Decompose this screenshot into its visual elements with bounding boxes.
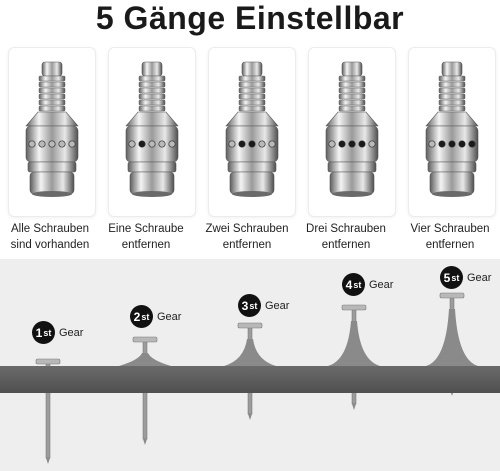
caption-4-line-1: Drei Schrauben bbox=[306, 223, 386, 235]
adapter-illustration bbox=[25, 61, 79, 197]
adapter-illustration bbox=[425, 61, 479, 197]
caption-3-line-1: Zwei Schrauben bbox=[205, 223, 289, 235]
adapter-illustration bbox=[325, 61, 379, 197]
screw-hole bbox=[428, 140, 436, 148]
gear-word-4: Gear bbox=[369, 278, 394, 291]
screw-hole bbox=[168, 140, 176, 148]
screw-hole bbox=[28, 140, 36, 148]
page-title: 5 Gänge Einstellbar bbox=[95, 0, 405, 36]
screw-hole bbox=[458, 140, 466, 148]
caption-2: Eine Schraube entfernen bbox=[96, 221, 196, 253]
caption-2-line-1: Eine Schraube bbox=[108, 223, 184, 235]
caption-1-line-1: Alle Schrauben bbox=[11, 223, 89, 235]
screw-hole bbox=[128, 140, 136, 148]
adapter-panel-5 bbox=[408, 47, 496, 217]
nail-4 bbox=[328, 304, 380, 410]
screw-hole bbox=[368, 140, 376, 148]
screw-hole bbox=[48, 140, 56, 148]
caption-2-line-2: entfernen bbox=[121, 239, 171, 251]
caption-4-line-2: entfernen bbox=[321, 239, 371, 251]
adapter-illustration bbox=[125, 61, 179, 197]
screw-hole bbox=[468, 140, 476, 148]
adapter-panel-2 bbox=[108, 47, 196, 217]
screw-hole bbox=[248, 140, 256, 148]
screw-hole bbox=[238, 140, 246, 148]
adapter-illustration bbox=[225, 61, 279, 197]
caption-5-line-1: Vier Schrauben bbox=[410, 223, 490, 235]
caption-3: Zwei Schrauben entfernen bbox=[197, 221, 297, 253]
screw-hole bbox=[358, 140, 366, 148]
adapter-panel-4 bbox=[308, 47, 396, 217]
screw-hole bbox=[338, 140, 346, 148]
wood-board bbox=[0, 366, 500, 393]
caption-4: Drei Schrauben entfernen bbox=[296, 221, 396, 253]
caption-5-line-2: entfernen bbox=[425, 239, 475, 251]
screw-hole bbox=[148, 140, 156, 148]
screw-hole bbox=[448, 140, 456, 148]
caption-1: Alle Schrauben sind vorhanden bbox=[0, 221, 100, 253]
gear-word-5: Gear bbox=[467, 271, 492, 284]
screw-hole bbox=[228, 140, 236, 148]
adapter-panel-1 bbox=[8, 47, 96, 217]
caption-3-line-2: entfernen bbox=[222, 239, 272, 251]
screw-hole bbox=[158, 140, 166, 148]
screw-hole bbox=[438, 140, 446, 148]
gear-word-1: Gear bbox=[59, 326, 84, 339]
screw-hole bbox=[258, 140, 266, 148]
gear-word-2: Gear bbox=[157, 310, 182, 323]
caption-5: Vier Schrauben entfernen bbox=[400, 221, 500, 253]
nail-1 bbox=[35, 358, 61, 464]
caption-1-line-2: sind vorhanden bbox=[10, 239, 90, 251]
adapter-panel-3 bbox=[208, 47, 296, 217]
screw-hole bbox=[328, 140, 336, 148]
gear-word-3: Gear bbox=[265, 299, 290, 312]
screw-hole bbox=[68, 140, 76, 148]
screw-hole bbox=[38, 140, 46, 148]
screw-hole bbox=[348, 140, 356, 148]
screw-hole bbox=[58, 140, 66, 148]
screw-hole bbox=[138, 140, 146, 148]
screw-hole bbox=[268, 140, 276, 148]
